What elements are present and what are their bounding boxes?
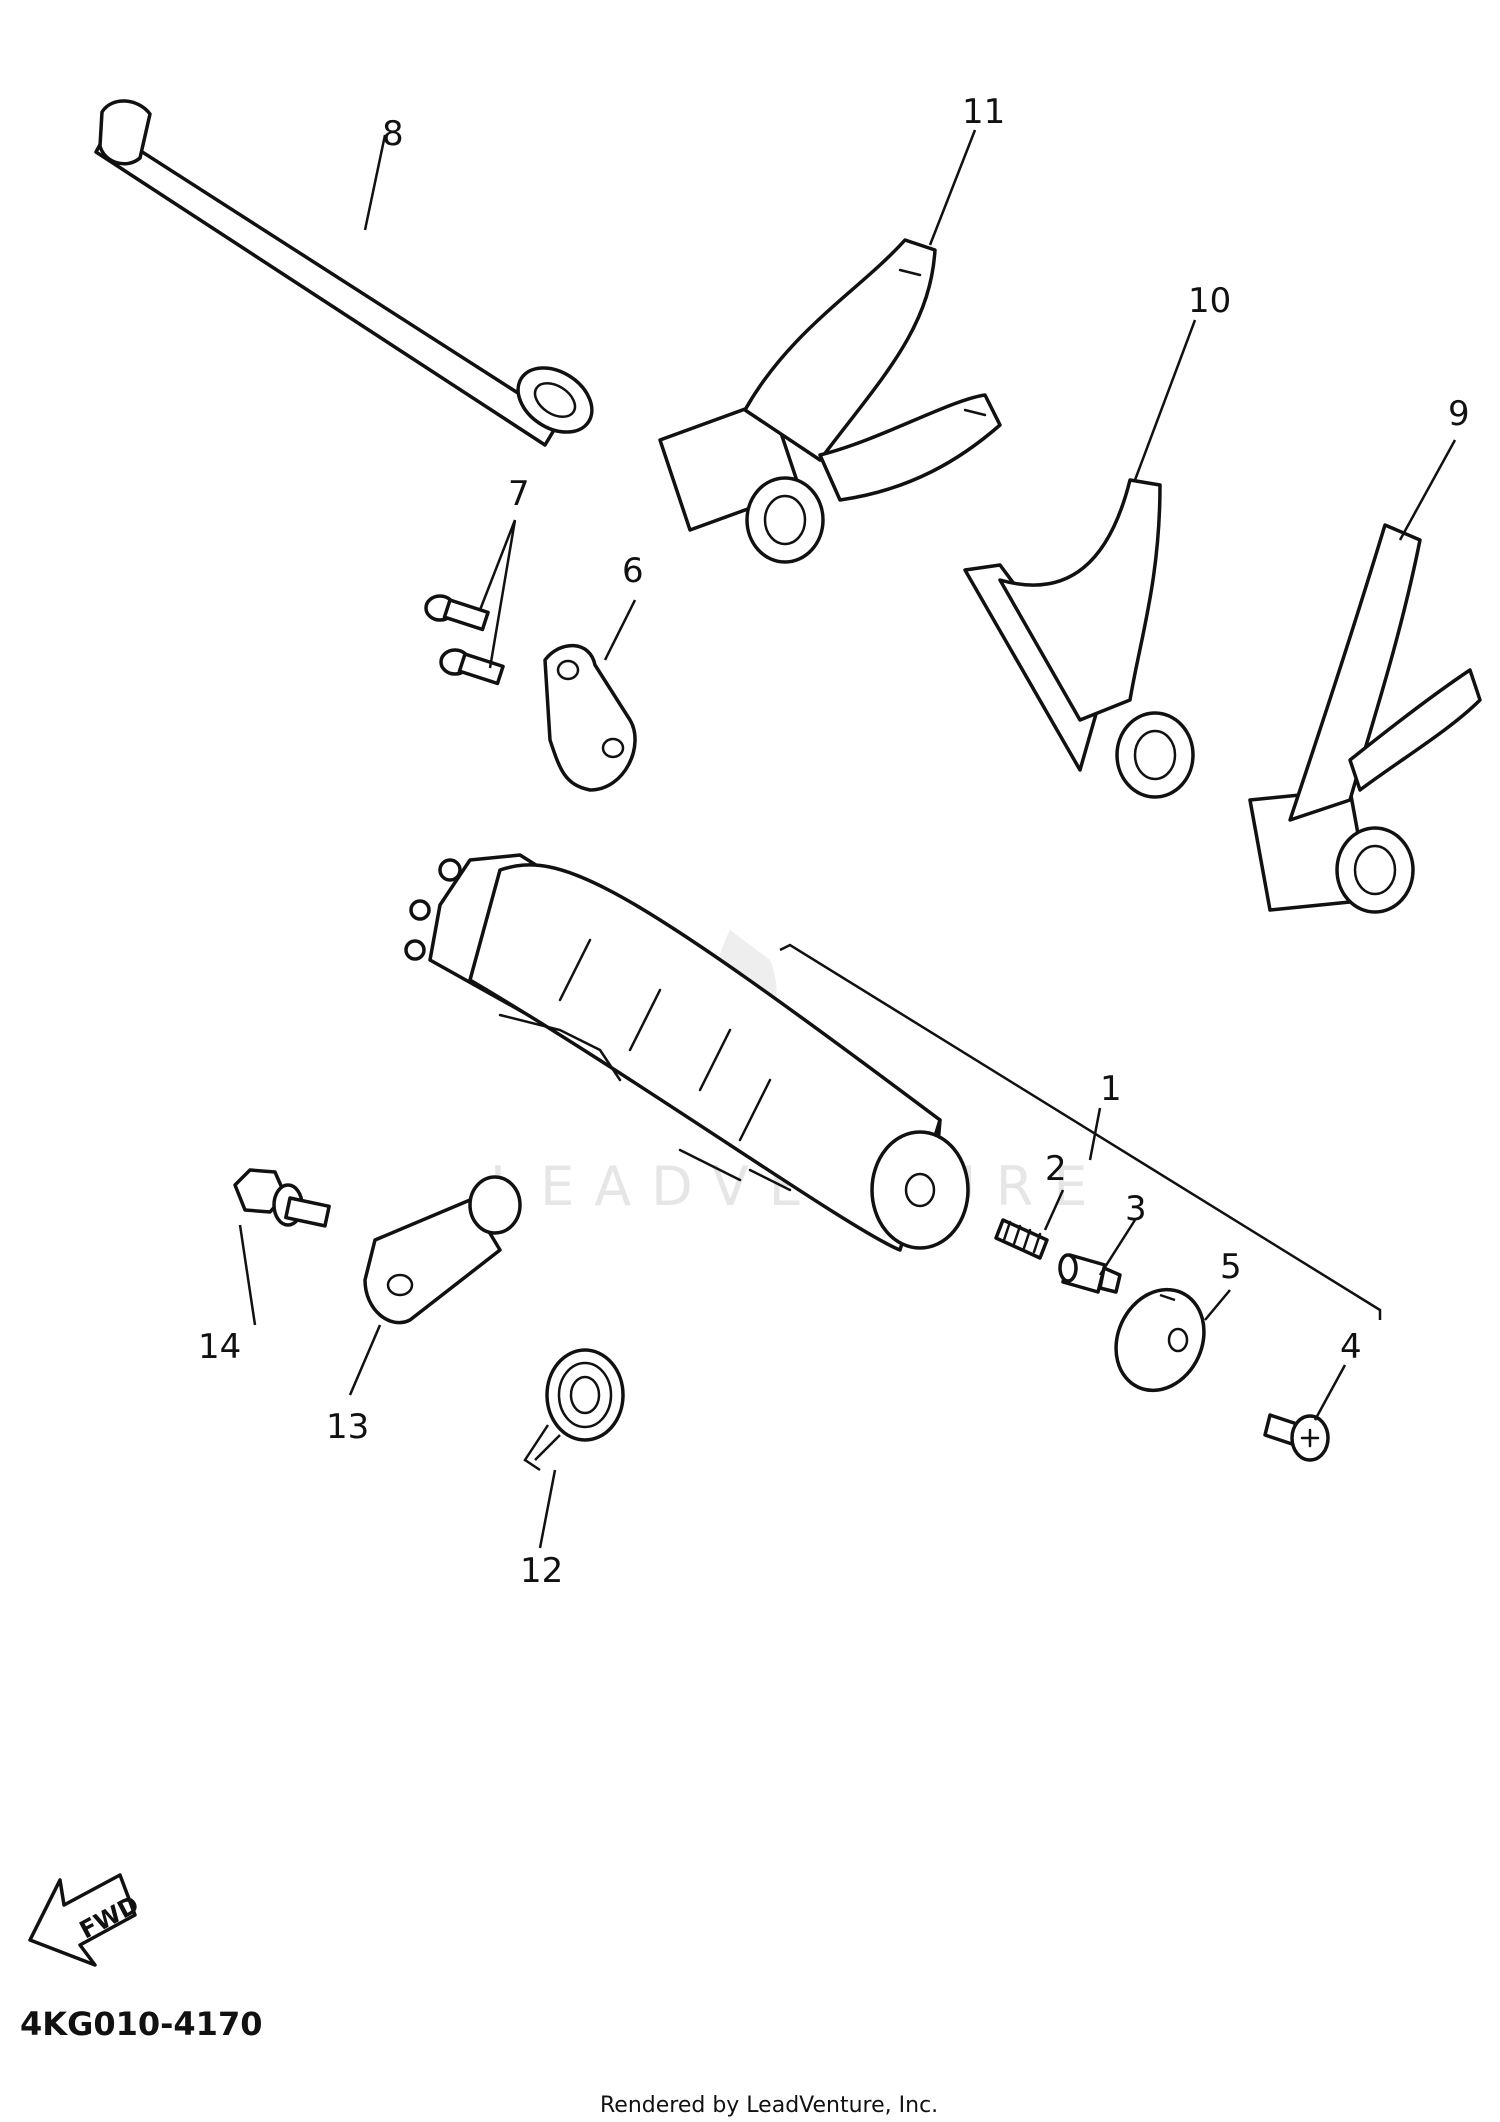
callout-6: 6 (622, 551, 644, 591)
part-2-spring[interactable] (994, 1218, 1049, 1260)
part-10-shift-fork[interactable] (963, 478, 1195, 799)
part-6-plate[interactable] (543, 643, 637, 792)
leader-lines (238, 129, 1457, 1549)
callout-5: 5 (1220, 1247, 1242, 1287)
callout-7: 7 (508, 474, 530, 514)
callout-3: 3 (1125, 1189, 1147, 1229)
credit-text: Rendered by LeadVenture, Inc. (600, 2093, 938, 2118)
part-7-screws[interactable] (424, 594, 505, 686)
part-14-bolt[interactable] (233, 1168, 331, 1228)
callout-4: 4 (1340, 1327, 1362, 1367)
part-11-shift-fork[interactable] (658, 238, 1002, 564)
callout-14: 14 (198, 1327, 241, 1367)
diagram-code: 4KG010-4170 (20, 2005, 262, 2043)
callout-12: 12 (520, 1551, 563, 1591)
callout-1: 1 (1100, 1069, 1122, 1109)
part-8-guide-bar[interactable] (94, 99, 604, 447)
callout-11: 11 (962, 92, 1005, 132)
part-9-shift-fork[interactable] (1248, 523, 1482, 914)
callout-8: 8 (382, 114, 404, 154)
callout-9: 9 (1448, 394, 1470, 434)
callout-2: 2 (1045, 1149, 1067, 1189)
callout-10: 10 (1188, 281, 1231, 321)
fwd-arrow: FWD (28, 1873, 144, 1967)
callouts: 1 2 3 4 5 6 7 8 9 10 11 12 13 14 (198, 92, 1470, 1591)
callout-13: 13 (326, 1407, 369, 1447)
part-4-screw[interactable] (1263, 1413, 1330, 1462)
part-1-shift-drum[interactable] (404, 853, 970, 1252)
part-12-torsion-spring[interactable] (523, 1348, 625, 1472)
part-5-washer[interactable] (1100, 1275, 1220, 1405)
part-13-stopper-lever[interactable] (363, 1175, 522, 1325)
part-3-pin[interactable] (1058, 1253, 1122, 1294)
